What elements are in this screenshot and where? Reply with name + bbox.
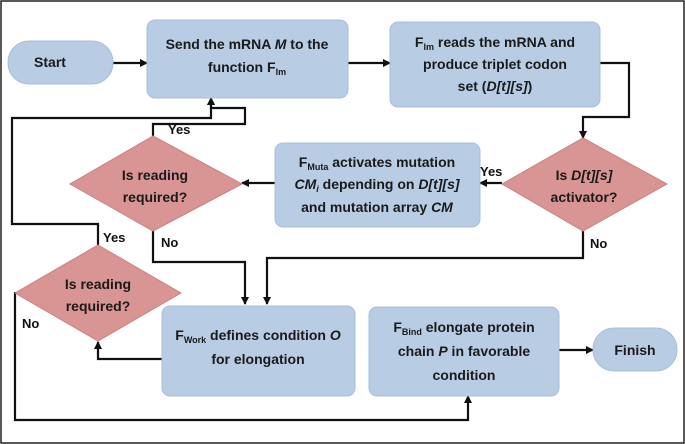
reading-required-decision-1: Is reading required? [68,135,244,232]
activator-no-label: No [590,236,607,251]
fbind-node: FBind elongate protein chain P in favora… [368,306,560,397]
fmuta-line2: CMi depending on D[t][s] [294,176,460,194]
activator-yes-label: Yes [480,164,502,179]
fwork-node: FWork defines condition O for elongation [161,305,356,397]
reading2-yes-label: Yes [103,230,125,245]
fmuta-node: FMuta activates mutation CMi depending o… [274,142,481,228]
flm-reads-node: Flm reads the mRNA and produce triplet c… [389,21,601,108]
edge-reading2-yes-to-send [10,97,215,245]
fwork-line2: for elongation [211,351,304,367]
flm-reads-line2: produce triplet codon [423,56,567,72]
reading1-no-label: No [161,235,178,250]
fmuta-line1: FMuta activates mutation [299,154,455,172]
reading1-line2: required? [123,189,188,205]
reading1-line1: Is reading [122,167,188,183]
activator-line1: Is D[t][s] [556,167,614,183]
start-node: Start [7,40,114,85]
reading2-line2: required? [66,298,131,314]
edges [10,59,631,422]
edge-reading2-no-to-fbind [13,292,472,422]
finish-label: Finish [614,342,655,358]
send-mrna-line2: function Flm [208,59,286,77]
reading-required-decision-2: Is reading required? [14,244,182,342]
edge-flm-to-activator [579,61,631,139]
fbind-line1: FBind elongate protein [393,319,534,337]
reading2-no-label: No [22,316,39,331]
activator-line2: activator? [551,189,618,205]
send-mrna-node: Send the mRNA M to the function Flm [146,19,349,99]
finish-node: Finish [592,327,678,372]
start-label: Start [34,54,66,70]
fbind-line2: chain P in favorable [398,343,530,359]
fbind-line3: condition [433,367,496,383]
activator-decision: Is D[t][s] activator? [500,137,669,232]
fwork-line1: FWork defines condition O [175,327,341,345]
reading2-line1: Is reading [65,276,131,292]
flm-reads-line1: Flm reads the mRNA and [415,34,575,52]
send-mrna-line1: Send the mRNA M to the [166,36,329,52]
reading1-yes-label: Yes [168,122,190,137]
edge-activator-no-to-fwork [263,231,585,305]
edge-fwork-to-reading2 [94,341,162,361]
flm-reads-line3: set (D[t][s]) [458,78,533,94]
fmuta-line3: and mutation array CM [301,199,453,215]
edge-reading1-no-to-fwork [151,231,249,305]
